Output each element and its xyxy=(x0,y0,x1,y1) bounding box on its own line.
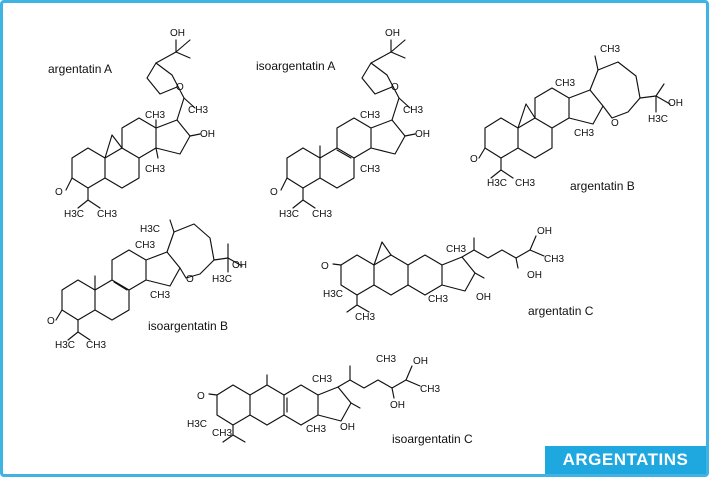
svg-text:CH3: CH3 xyxy=(544,254,564,265)
svg-text:CH3: CH3 xyxy=(600,44,620,55)
compound-name: isoargentatin C xyxy=(392,432,473,446)
svg-text:O: O xyxy=(197,391,205,402)
title-badge: ARGENTATINS xyxy=(543,444,706,474)
svg-text:H3C: H3C xyxy=(487,178,507,189)
svg-text:OH: OH xyxy=(413,356,428,367)
compound-name: isoargentatin B xyxy=(148,319,228,333)
svg-text:H3C: H3C xyxy=(64,209,84,220)
svg-text:OH: OH xyxy=(476,292,491,303)
svg-text:CH3: CH3 xyxy=(403,105,423,116)
svg-text:OH: OH xyxy=(390,400,405,411)
svg-text:CH3: CH3 xyxy=(97,209,117,220)
svg-text:O: O xyxy=(176,82,184,93)
svg-text:H3C: H3C xyxy=(187,419,207,430)
svg-text:OH: OH xyxy=(415,129,430,140)
svg-text:CH3: CH3 xyxy=(555,78,575,89)
svg-text:H3C: H3C xyxy=(648,114,668,125)
svg-text:O: O xyxy=(186,274,194,285)
svg-text:CH3: CH3 xyxy=(306,424,326,435)
svg-text:CH3: CH3 xyxy=(360,164,380,175)
svg-text:O: O xyxy=(55,187,63,198)
svg-text:CH3: CH3 xyxy=(312,209,332,220)
structure-isoargentatin-b: isoargentatin B H3C O OH H3C O CH3 CH3 H… xyxy=(47,219,247,351)
svg-text:CH3: CH3 xyxy=(355,312,375,323)
svg-text:O: O xyxy=(47,316,55,327)
structure-argentatin-b: argentatin B CH3 O OH H3C O CH3 CH3 H3C … xyxy=(470,44,683,193)
svg-text:O: O xyxy=(391,82,399,93)
svg-text:OH: OH xyxy=(668,98,683,109)
structure-isoargentatin-a: isoargentatin A OH O OH O CH3 CH3 CH3 H3… xyxy=(256,28,430,220)
svg-text:O: O xyxy=(321,261,329,272)
svg-text:OH: OH xyxy=(385,28,400,39)
svg-text:OH: OH xyxy=(527,270,542,281)
svg-text:CH3: CH3 xyxy=(312,374,332,385)
svg-text:OH: OH xyxy=(232,260,247,271)
compound-name: argentatin A xyxy=(48,62,112,76)
svg-text:H3C: H3C xyxy=(55,340,75,351)
svg-text:CH3: CH3 xyxy=(145,110,165,121)
svg-text:H3C: H3C xyxy=(212,274,232,285)
svg-text:CH3: CH3 xyxy=(360,110,380,121)
svg-text:CH3: CH3 xyxy=(135,240,155,251)
svg-text:OH: OH xyxy=(170,28,185,39)
svg-text:OH: OH xyxy=(537,226,552,237)
structure-isoargentatin-c: isoargentatin C CH3 OH CH3 OH OH O CH3 C… xyxy=(187,354,473,446)
compound-name: argentatin C xyxy=(528,304,594,318)
structure-argentatin-a: argentatin A OH O OH O CH3 CH3 CH3 H3C C… xyxy=(48,28,215,220)
svg-text:CH3: CH3 xyxy=(574,128,594,139)
svg-text:H3C: H3C xyxy=(323,289,343,300)
compound-name: argentatin B xyxy=(570,179,635,193)
svg-text:H3C: H3C xyxy=(279,209,299,220)
svg-text:O: O xyxy=(270,187,278,198)
svg-text:OH: OH xyxy=(200,129,215,140)
svg-text:CH3: CH3 xyxy=(428,294,448,305)
svg-text:CH3: CH3 xyxy=(376,354,396,365)
svg-text:H3C: H3C xyxy=(140,224,160,235)
svg-text:CH3: CH3 xyxy=(150,290,170,301)
svg-text:CH3: CH3 xyxy=(188,105,208,116)
svg-text:O: O xyxy=(611,118,619,129)
structure-argentatin-c: argentatin C OH CH3 OH OH O CH3 CH3 H3C … xyxy=(321,226,594,323)
svg-text:CH3: CH3 xyxy=(446,244,466,255)
svg-text:CH3: CH3 xyxy=(86,340,106,351)
compound-name: isoargentatin A xyxy=(256,59,335,73)
svg-text:CH3: CH3 xyxy=(145,164,165,175)
svg-text:CH3: CH3 xyxy=(515,178,535,189)
svg-text:O: O xyxy=(470,154,478,165)
svg-text:CH3: CH3 xyxy=(420,384,440,395)
svg-text:OH: OH xyxy=(340,422,355,433)
svg-text:CH3: CH3 xyxy=(212,428,232,439)
